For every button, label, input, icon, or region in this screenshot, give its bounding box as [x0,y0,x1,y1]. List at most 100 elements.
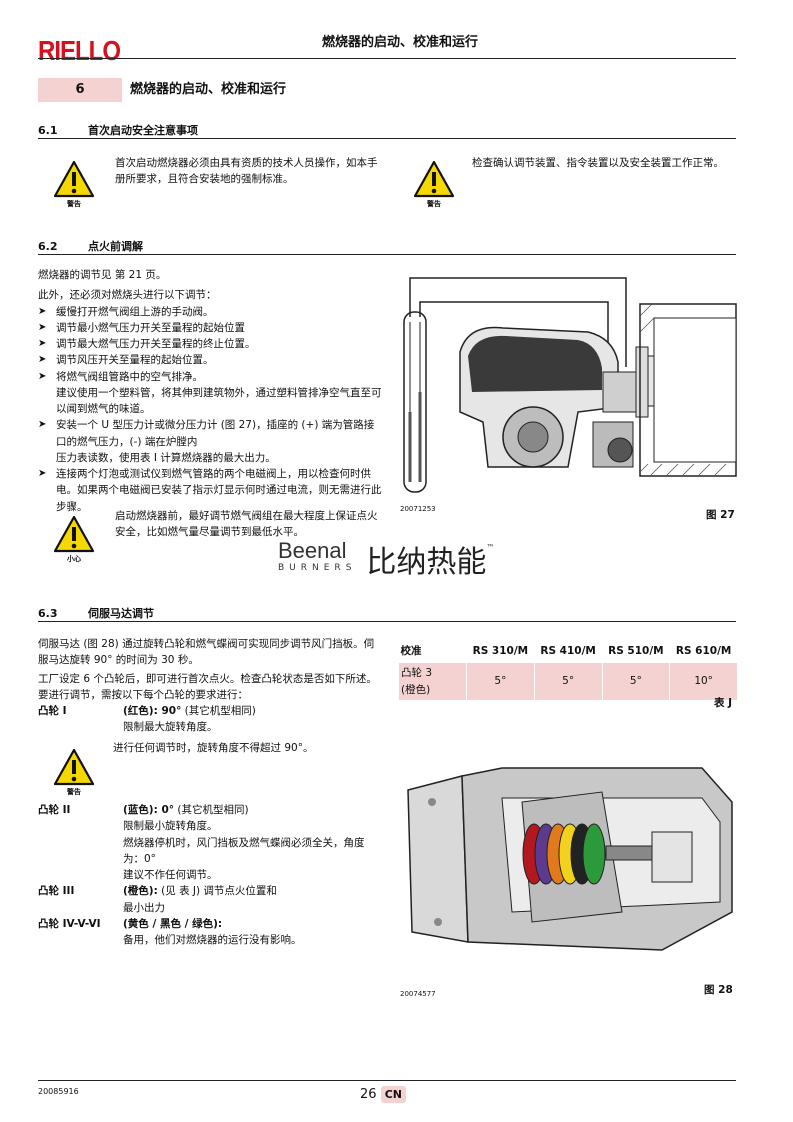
warning-label: 警告 [67,200,81,208]
table-j-caption: 表 J [714,697,733,709]
subsection-6-3-heading: 6.3 伺服马达调节 [38,605,154,622]
cam-description: 建议不作任何调节。 [123,869,218,882]
row-label-line: (橙色) [401,683,431,696]
footer-rule [38,1080,736,1081]
cam-3: 凸轮 III (橙色): (见 表 J) 调节点火位置和 最小出力 [38,883,383,916]
subsection-title: 伺服马达调节 [88,607,154,620]
cam-list: 凸轮 II (蓝色): 0° (其它机型相同) 限制最小旋转角度。 燃烧器停机时… [38,802,383,948]
table-header: RS 410/M [534,640,602,664]
figure-28-code: 20074577 [400,990,436,998]
subsection-number: 6.2 [38,240,58,253]
cam-setting-note: (其它机型相同) [174,804,249,816]
cam-setting-note: (见 表 J) 调节点火位置和 [157,885,277,898]
cam-setting-note: (其它机型相同) [181,705,256,718]
section-title: 燃烧器的启动、校准和运行 [130,82,287,97]
figure-27-burner-manometer [403,277,737,493]
watermark-trademark: ™ [486,543,495,552]
table-cell: 5° [601,662,671,701]
bullet-item: 调节最小燃气压力开关至量程的起始位置 [38,320,383,336]
subsection-title: 点火前调解 [88,240,143,253]
caution-label: 小心 [67,555,81,563]
safety-note-right: 检查确认调节装置、指令装置以及安全装置工作正常。 [472,157,724,169]
page-number-value: 26 [360,1087,377,1102]
adjustment-lead: 此外，还必须对燃烧头进行以下调节： [38,289,217,302]
rule-6-3 [38,621,736,622]
warning-sign-cam: 警告 [50,748,98,798]
cam-description: 限制最小旋转角度。 [123,820,218,833]
servomotor-p1: 伺服马达 (图 28) 通过旋转凸轮和燃气蝶阀可实现同步调节风门挡板。伺服马达旋… [38,638,375,667]
footer-doc-code: 20085916 [38,1087,79,1096]
table-header: 校准 [398,640,467,664]
caution-text: 启动燃烧器前，最好调节燃气阀组在最大程度上保证点火安全，比如燃气量尽量调节到最低… [115,510,378,539]
bullet-item: 将燃气阀组管路中的空气排净。 [38,369,383,385]
warning-label: 警告 [427,200,441,208]
safety-note-left: 首次启动燃烧器必须由具有资质的技术人员操作，如本手册所要求，且符合安装地的强制标… [115,157,378,186]
subsection-title: 首次启动安全注意事项 [88,124,198,137]
header-rule [38,58,736,59]
bullet-item: 缓慢打开燃气阀组上游的手动阀。 [38,304,383,320]
cam-label: 凸轮 IV-V-VI [38,917,101,930]
adjustment-bullets: 缓慢打开燃气阀组上游的手动阀。 调节最小燃气压力开关至量程的起始位置 调节最大燃… [38,304,383,515]
cam-label: 凸轮 III [38,885,75,898]
table-row-label: 凸轮 3 (橙色) [398,662,467,701]
cam-description: 燃烧器停机时，风门挡板及燃气蝶阀必须全关，角度为：0° [123,836,365,865]
header-title: 燃烧器的启动、校准和运行 [321,35,478,50]
subsection-number: 6.3 [38,607,58,620]
servomotor-p2: 工厂设定 6 个凸轮后，即可进行首次点火。检查凸轮状态是否如下所述。要进行调节，… [38,672,377,701]
watermark-chinese: 比纳热能 [366,545,487,580]
table-j: 校准 RS 310/M RS 410/M RS 510/M RS 610/M 凸… [398,640,738,701]
figure-28-servomotor [407,767,733,951]
adjustment-intro: 燃烧器的调节见 第 21 页。 [38,269,167,281]
cam-description: 限制最大旋转角度。 [123,721,218,734]
figure-27-code: 20071253 [400,505,436,513]
warning-triangle-icon [53,748,95,786]
language-badge: CN [380,1086,406,1104]
section-number: 6 [38,78,122,102]
cam-setting: (橙色): [123,885,158,898]
bullet-continuation: 压力表读数，使用表 I 计算燃烧器的最大出力。 [56,451,276,464]
table-header: RS 310/M [466,640,535,664]
cam-description: 最小出力 [123,901,165,914]
riello-logo: RIELLO [38,35,121,67]
cam-setting: (蓝色): 0° [123,804,175,816]
servomotor-text: 伺服马达 (图 28) 通过旋转凸轮和燃气蝶阀可实现同步调节风门挡板。伺服马达旋… [38,636,383,756]
cam-1: 凸轮 I (红色): 90° (其它机型相同) 限制最大旋转角度。 [38,703,383,736]
table-cell: 5° [466,662,535,701]
table-header: RS 610/M [669,640,738,664]
table-cell: 10° [669,662,738,701]
cam-discs [522,823,606,885]
table-row: 凸轮 3 (橙色) 5° 5° 5° 10° [398,662,738,701]
beenal-watermark-logo: Beenal BURNERS 比纳热能 ™ [278,540,494,587]
cam-2: 凸轮 II (蓝色): 0° (其它机型相同) 限制最小旋转角度。 燃烧器停机时… [38,802,383,883]
bullet-item: 调节最大燃气压力开关至量程的终止位置。 [38,336,383,352]
adjustment-text: 燃烧器的调节见 第 21 页。 此外，还必须对燃烧头进行以下调节： 缓慢打开燃气… [38,267,383,515]
warning-triangle-icon [53,160,95,198]
bullet-item: 安装一个 U 型压力计或微分压力计 (图 27)，插座的 (+) 端为管路接口的… [38,417,383,450]
table-header: RS 510/M [602,640,670,664]
cam-description: 备用，他们对燃烧器的运行没有影响。 [123,934,302,947]
cam-label: 凸轮 I [38,705,67,718]
bullet-item: 调节风压开关至量程的起始位置。 [38,352,383,368]
caution-triangle-icon [53,515,95,553]
row-label-line: 凸轮 3 [401,667,433,680]
subsection-6-1-heading: 6.1 首次启动安全注意事项 [38,122,198,139]
cam-setting: (黄色 / 黑色 / 绿色): [123,917,223,930]
table-header-row: 校准 RS 310/M RS 410/M RS 510/M RS 610/M [398,640,738,664]
warning-sign-left: 警告 [50,160,98,210]
bullet-item: 连接两个灯泡或测试仪到燃气管路的两个电磁阀上，用以检查何时供电。如果两个电磁阀已… [38,466,383,515]
warning-label: 警告 [67,788,81,796]
subsection-6-2-heading: 6.2 点火前调解 [38,238,143,255]
bullet-continuation: 建议使用一个塑料管，将其伸到建筑物外，通过塑料管排净空气直至可以闻到燃气的味道。 [56,386,382,416]
subsection-number: 6.1 [38,124,58,137]
rule-6-2 [38,254,736,255]
watermark-brand: Beenal [278,538,347,563]
cam-label: 凸轮 II [38,804,71,816]
cam-1-note: 进行任何调节时，旋转角度不得超过 90°。 [113,741,314,754]
figure-27-label: 图 27 [706,509,735,521]
warning-sign-right: 警告 [410,160,458,210]
table-cell: 5° [533,662,603,701]
rule-6-1 [38,138,736,139]
warning-triangle-icon [413,160,455,198]
cam-setting: (红色): 90° [123,705,182,718]
watermark-sub: BURNERS [278,563,357,573]
